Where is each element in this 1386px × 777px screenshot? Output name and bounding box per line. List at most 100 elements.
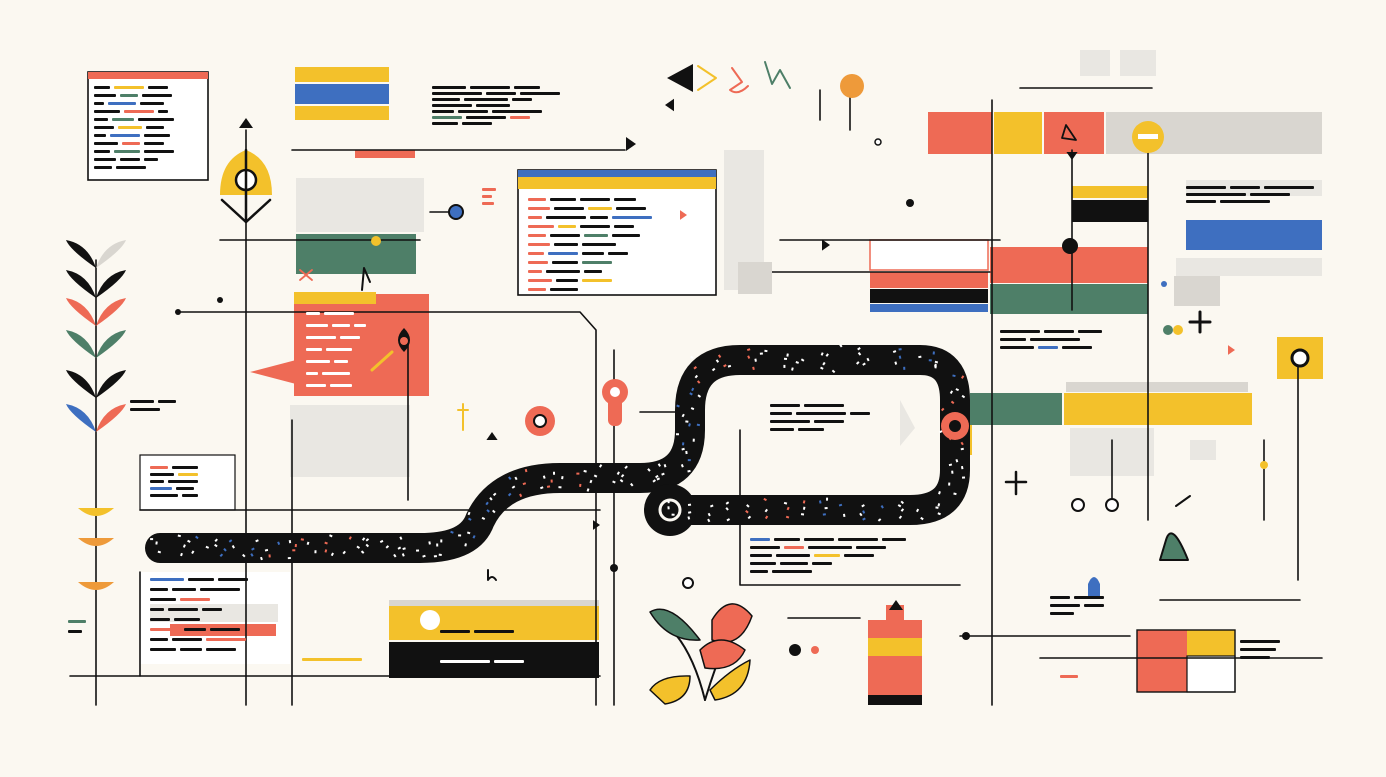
road-speckle xyxy=(694,374,699,379)
code-dash-light xyxy=(322,372,350,375)
window-icon xyxy=(1120,50,1156,76)
code-dash xyxy=(114,86,144,89)
code-dash xyxy=(582,261,612,264)
glyph xyxy=(361,267,371,291)
road-speckle xyxy=(522,482,527,486)
road-speckle xyxy=(932,351,935,355)
code-dash xyxy=(432,110,454,113)
road-speckle xyxy=(150,538,154,541)
code-dash xyxy=(750,554,772,557)
road-speckle xyxy=(657,463,661,467)
code-dash xyxy=(172,466,198,469)
code-dash xyxy=(462,122,492,125)
road-speckle xyxy=(360,550,365,554)
node-ring xyxy=(1071,498,1085,512)
road-speckle xyxy=(693,366,698,370)
code-dash xyxy=(1264,186,1314,189)
lamp-light xyxy=(610,387,620,397)
road-speckle xyxy=(950,400,955,405)
node-dot xyxy=(1062,238,1078,254)
code-dash xyxy=(554,207,584,210)
arrow-right xyxy=(626,137,636,151)
road-speckle xyxy=(422,554,426,558)
code-dash xyxy=(590,216,608,219)
code-dash xyxy=(94,102,104,105)
half-moon xyxy=(78,582,114,590)
node-ring xyxy=(874,138,882,146)
leaf xyxy=(66,330,96,358)
code-dash xyxy=(550,288,578,291)
road-speckle xyxy=(486,509,490,513)
road-speckle xyxy=(676,404,680,408)
arrow-down xyxy=(1066,152,1078,160)
code-dash xyxy=(218,578,248,581)
road-speckle xyxy=(292,549,296,552)
code-dash xyxy=(180,598,210,601)
code-dash xyxy=(614,198,636,201)
code-dash xyxy=(494,660,524,663)
road-speckle xyxy=(467,511,471,516)
code-dash xyxy=(150,648,176,651)
circuit-line xyxy=(177,311,597,706)
code-dash xyxy=(158,400,176,403)
code-dash xyxy=(146,126,164,129)
code-dash xyxy=(584,270,602,273)
code-dash xyxy=(1240,656,1270,659)
node-dot xyxy=(1260,461,1268,469)
road-speckle xyxy=(862,362,866,366)
code-dash xyxy=(168,608,198,611)
code-dash xyxy=(814,420,844,423)
code-dash xyxy=(130,400,154,403)
code-dash xyxy=(612,234,640,237)
road-speckle xyxy=(745,509,749,514)
code-dash-light xyxy=(340,336,360,339)
road-speckle xyxy=(903,366,906,370)
stripe-blue xyxy=(295,84,389,104)
code-dash xyxy=(804,538,834,541)
code-dash xyxy=(206,638,246,641)
code-dash xyxy=(528,198,546,201)
code-dash xyxy=(780,562,808,565)
code-dash xyxy=(206,648,236,651)
road-speckle xyxy=(692,438,695,442)
lamp-body xyxy=(608,392,622,426)
road-speckle xyxy=(937,512,941,516)
leaf xyxy=(66,298,96,326)
road-speckle xyxy=(489,496,493,501)
arrow-up xyxy=(486,432,498,440)
banner-red xyxy=(1044,112,1104,154)
road-speckle xyxy=(690,407,695,411)
road-speckle xyxy=(251,547,255,551)
road-speckle xyxy=(647,468,651,472)
road-speckle xyxy=(948,463,953,467)
road-speckle xyxy=(157,550,162,554)
road-speckle xyxy=(191,550,195,555)
code-dash xyxy=(94,134,106,137)
road-speckle xyxy=(155,541,158,545)
code-dash xyxy=(1078,330,1102,333)
road-speckle xyxy=(822,513,826,516)
code-dash xyxy=(838,538,878,541)
road-speckle xyxy=(667,506,670,510)
code-dash xyxy=(150,618,170,621)
stripe-yellow xyxy=(295,106,389,120)
road-speckle xyxy=(348,536,352,540)
red-dash xyxy=(355,150,415,158)
road-speckle xyxy=(824,507,828,510)
code-dash xyxy=(528,234,546,237)
code-dash xyxy=(116,166,146,169)
road-speckle xyxy=(940,407,945,412)
road-speckle xyxy=(783,357,788,361)
arrow-right xyxy=(680,210,687,220)
code-dash xyxy=(150,473,174,476)
chevron-outline xyxy=(697,65,717,91)
code-dash xyxy=(486,92,516,95)
squiggle xyxy=(764,61,791,89)
code-dash xyxy=(464,98,508,101)
road-speckle xyxy=(356,545,361,549)
arrow-right xyxy=(1228,345,1235,355)
road-speckle xyxy=(612,480,616,484)
code-dash xyxy=(180,648,202,651)
code-dash xyxy=(1186,193,1246,196)
code-dash xyxy=(844,554,874,557)
